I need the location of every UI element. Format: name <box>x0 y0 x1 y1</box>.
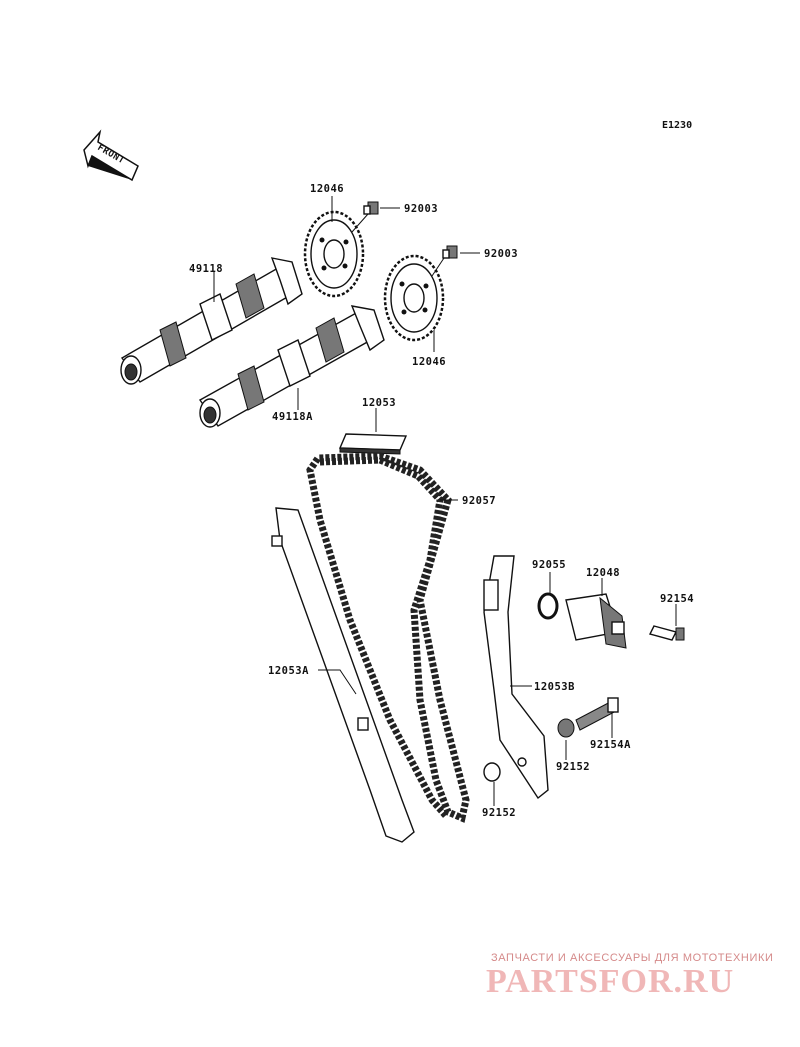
label-camshaft-intake: 49118A <box>272 411 313 423</box>
label-guide-rear: 12053B <box>534 681 575 693</box>
camshaft-sprocket-lower[interactable] <box>383 254 445 342</box>
chain-guide-rear[interactable] <box>483 555 549 800</box>
diagram-code: E1230 <box>662 120 693 131</box>
label-sprocket-upper: 12046 <box>310 183 344 195</box>
label-guide-top: 12053 <box>362 397 396 409</box>
label-cam-chain: 92057 <box>462 495 496 507</box>
label-pivot-bolt: 92154A <box>590 739 631 751</box>
watermark-logo: PARTSFOR.RU <box>486 963 735 1000</box>
label-collar-lower: 92152 <box>482 807 516 819</box>
o-ring[interactable] <box>537 592 559 620</box>
sprocket-bolt-lower[interactable] <box>431 245 458 277</box>
label-collar-right: 92152 <box>556 761 590 773</box>
label-bolt-lower: 92003 <box>484 248 518 260</box>
watermark-tagline: ЗАПЧАСТИ И АКСЕССУАРЫ ДЛЯ МОТОТЕХНИКИ <box>491 952 774 964</box>
label-guide-front: 12053A <box>268 665 309 677</box>
camshaft-exhaust[interactable] <box>120 257 303 385</box>
label-camshaft-exhaust: 49118 <box>189 263 223 275</box>
camshaft-intake[interactable] <box>198 305 385 428</box>
label-tensioner: 12048 <box>586 567 620 579</box>
label-bolt-upper: 92003 <box>404 203 438 215</box>
camshaft-sprocket-upper[interactable] <box>303 210 365 298</box>
label-tensioner-bolt: 92154 <box>660 593 694 605</box>
leader-lines <box>213 196 677 806</box>
chain-guide-top[interactable] <box>338 433 408 455</box>
label-o-ring: 92055 <box>532 559 566 571</box>
tensioner-bolt[interactable] <box>648 625 685 641</box>
chain-guide-front[interactable] <box>271 507 415 843</box>
collar-lower[interactable] <box>483 762 501 782</box>
guide-pivot-bolt[interactable] <box>575 697 619 731</box>
collar-right[interactable] <box>557 718 575 738</box>
chain-tensioner[interactable] <box>565 593 627 649</box>
label-sprocket-lower: 12046 <box>412 356 446 368</box>
front-arrow-icon: FRONT <box>83 129 139 182</box>
sprocket-bolt-upper[interactable] <box>351 201 379 233</box>
cam-chain[interactable] <box>306 452 470 823</box>
